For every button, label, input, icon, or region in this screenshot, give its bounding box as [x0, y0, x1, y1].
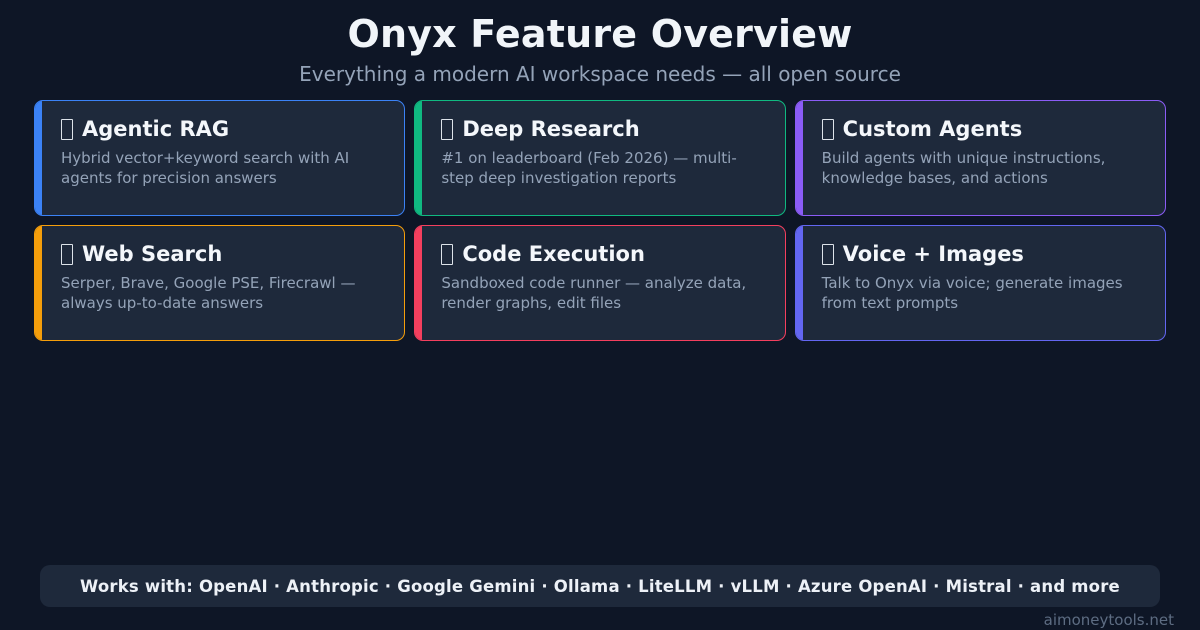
missing-emoji-icon	[441, 118, 454, 140]
works-with-bar: Works with: OpenAI · Anthropic · Google …	[40, 565, 1160, 607]
card-title: Deep Research	[441, 116, 766, 142]
card-title-text: Custom Agents	[842, 117, 1023, 141]
card-title-text: Agentic RAG	[82, 117, 230, 141]
card-title-text: Code Execution	[462, 242, 645, 266]
card-description: #1 on leaderboard (Feb 2026) — multi-ste…	[441, 149, 737, 188]
card-title: Custom Agents	[821, 116, 1147, 142]
card-description: Sandboxed code runner — analyze data, re…	[441, 274, 747, 313]
page-subtitle: Everything a modern AI workspace needs —…	[299, 61, 901, 86]
missing-emoji-icon	[441, 243, 454, 265]
feature-card-agentic-rag: Agentic RAG Hybrid vector+keyword search…	[34, 100, 406, 216]
card-title: Agentic RAG	[61, 116, 386, 142]
missing-emoji-icon	[61, 118, 73, 140]
missing-emoji-icon	[821, 243, 834, 265]
page-title: Onyx Feature Overview	[347, 12, 853, 56]
card-title-text: Deep Research	[462, 117, 640, 141]
feature-grid: Agentic RAG Hybrid vector+keyword search…	[34, 100, 1166, 341]
feature-card-voice-images: Voice + Images Talk to Onyx via voice; g…	[794, 225, 1166, 341]
works-with-text: Works with: OpenAI · Anthropic · Google …	[80, 576, 1120, 596]
missing-emoji-icon	[61, 243, 73, 265]
card-description: Build agents with unique instructions, k…	[821, 149, 1106, 188]
feature-card-custom-agents: Custom Agents Build agents with unique i…	[794, 100, 1166, 216]
feature-card-deep-research: Deep Research #1 on leaderboard (Feb 202…	[414, 100, 786, 216]
card-description: Serper, Brave, Google PSE, Firecrawl — a…	[61, 274, 356, 313]
feature-card-code-execution: Code Execution Sandboxed code runner — a…	[414, 225, 786, 341]
card-title-text: Voice + Images	[842, 242, 1024, 266]
card-title: Voice + Images	[821, 241, 1147, 267]
card-description: Hybrid vector+keyword search with AI age…	[61, 149, 350, 188]
missing-emoji-icon	[821, 118, 834, 140]
header: Onyx Feature Overview Everything a moder…	[0, 0, 1200, 87]
feature-card-web-search: Web Search Serper, Brave, Google PSE, Fi…	[34, 225, 406, 341]
card-title: Code Execution	[441, 241, 766, 267]
card-description: Talk to Onyx via voice; generate images …	[821, 274, 1123, 313]
card-title-text: Web Search	[82, 242, 223, 266]
watermark: aimoneytools.net	[1043, 611, 1174, 629]
card-title: Web Search	[61, 241, 386, 267]
